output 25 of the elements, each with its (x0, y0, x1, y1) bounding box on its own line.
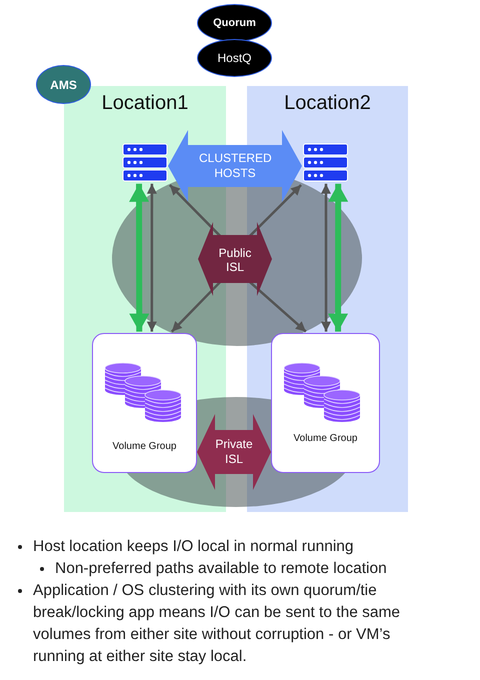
arrow (248, 281, 307, 333)
location-title: Location1 (100, 92, 190, 115)
oval-node: HostQ (197, 39, 272, 77)
card-label: Volume Group (292, 433, 358, 444)
arrow (328, 184, 348, 332)
arrow-label: Public ISL (218, 246, 252, 274)
oval-node: AMS (36, 65, 91, 104)
arrow (320, 184, 332, 332)
bullet-text: Non-preferred paths available to remote location (55, 559, 388, 579)
bullet-text: Host location keeps I/O local in normal running (33, 537, 354, 557)
arrow (168, 184, 222, 237)
edge-label: CLUSTERED HOSTS (199, 151, 271, 181)
location-title: Location2 (283, 92, 372, 115)
bullet-text: Application / OS clustering with its own quorum/tie break/locking app means I/O can be sent to the same volumes from either site without corruption - or VM’s running at either site stay local. (33, 581, 402, 667)
arrow (129, 184, 150, 332)
oval-node: Quorum (197, 4, 272, 42)
arrow (170, 281, 222, 332)
volume-card (271, 333, 380, 473)
edge-label: Private ISL (214, 437, 254, 467)
block-arrow (197, 414, 271, 490)
arrow (146, 184, 157, 332)
card-label: Volume Group (112, 441, 178, 452)
volume-card (92, 333, 197, 473)
block-arrow (168, 130, 302, 202)
arrow (248, 184, 302, 237)
